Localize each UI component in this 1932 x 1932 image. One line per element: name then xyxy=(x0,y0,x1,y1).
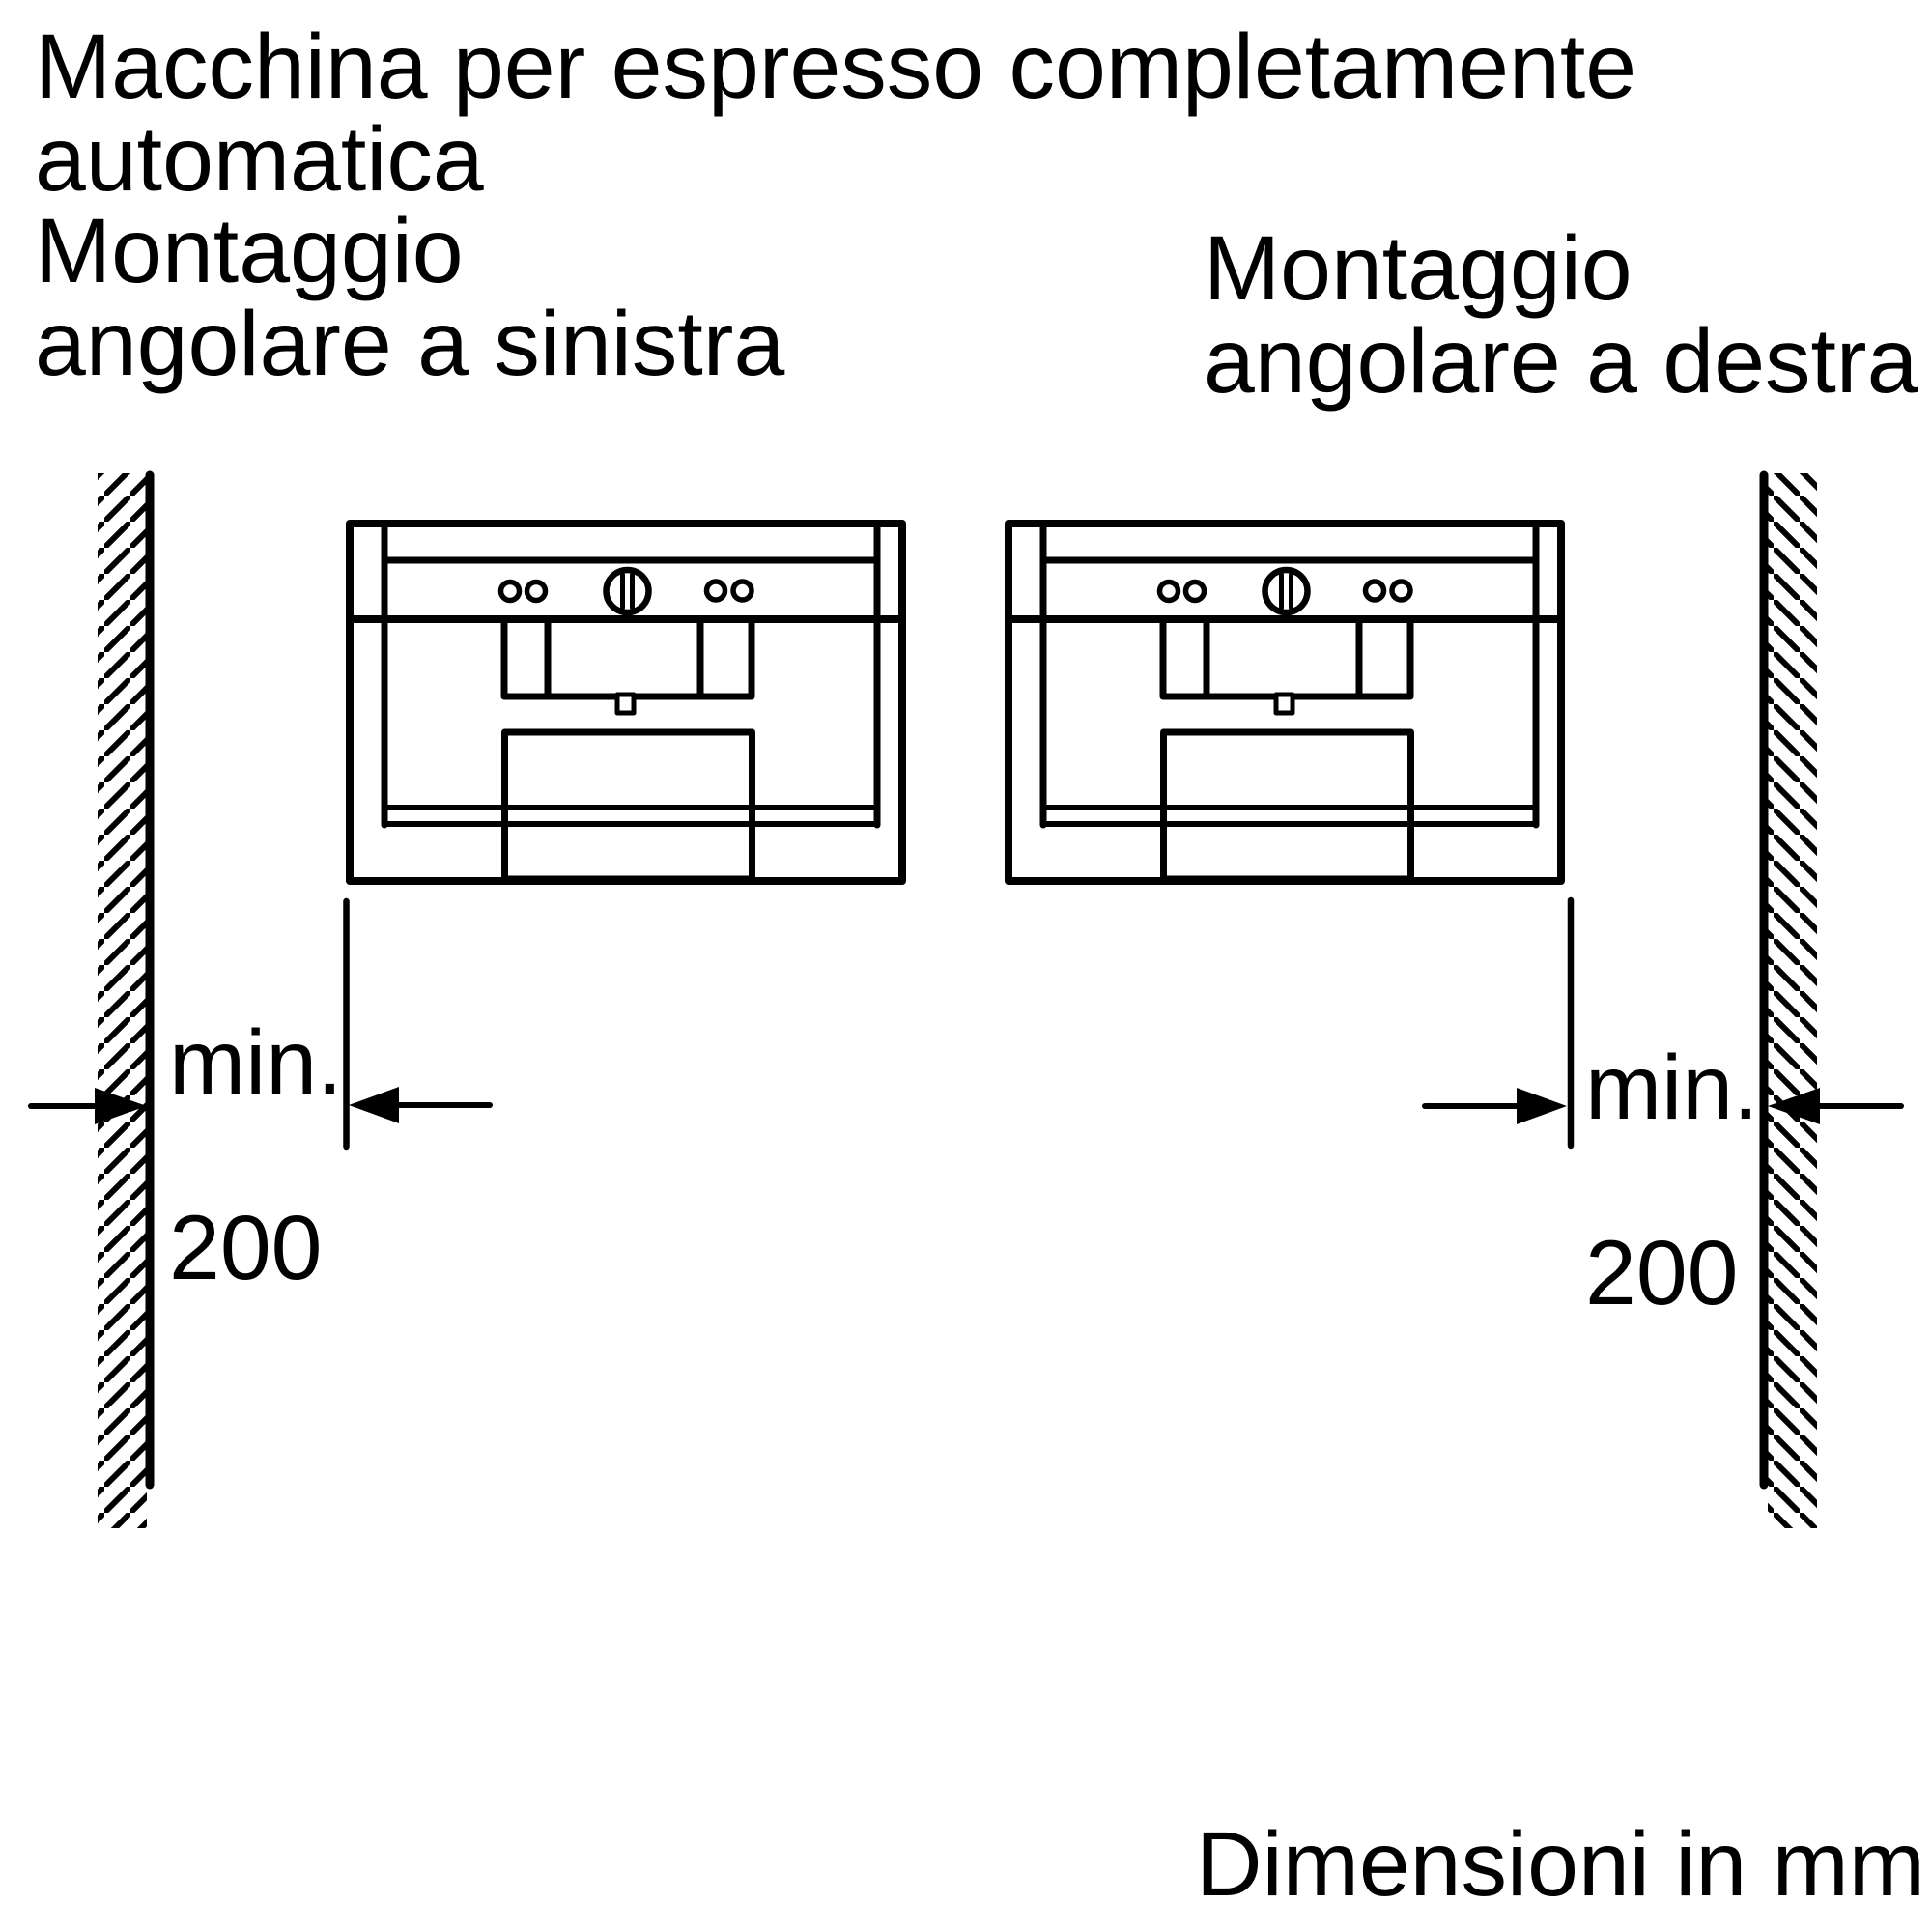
right-clearance-dimension xyxy=(1422,896,1904,1150)
right-outer-arrowhead-icon xyxy=(1768,1088,1820,1124)
right-clearance-number: 200 xyxy=(1585,1222,1739,1324)
left-inner-arrowhead-icon xyxy=(349,1087,399,1123)
right-wall-hatching xyxy=(1768,473,1817,1528)
left-wall-hatching xyxy=(98,473,147,1528)
right-inner-arrowhead-icon xyxy=(1517,1088,1567,1124)
right-mounting-label: Montaggio angolare a destra xyxy=(1204,217,1918,412)
right-clearance-value: min. 200 xyxy=(1585,949,1758,1412)
left-wall xyxy=(98,470,155,1528)
units-note: Dimensioni in mm xyxy=(1196,1813,1925,1916)
left-mounting-label: Montaggio angolare a sinistra xyxy=(35,200,785,395)
left-clearance-qualifier: min. xyxy=(169,1011,343,1114)
left-outer-arrowhead-icon xyxy=(95,1088,147,1124)
left-clearance-dimension xyxy=(28,897,493,1151)
left-clearance-number: 200 xyxy=(169,1197,323,1299)
left-clearance-value: min. 200 xyxy=(169,923,342,1387)
right-clearance-qualifier: min. xyxy=(1585,1037,1759,1139)
right-wall xyxy=(1759,470,1817,1528)
espresso-machine-left xyxy=(350,524,902,881)
espresso-machine-right xyxy=(1009,524,1561,881)
page-title: Macchina per espresso completamente auto… xyxy=(35,15,1637,211)
